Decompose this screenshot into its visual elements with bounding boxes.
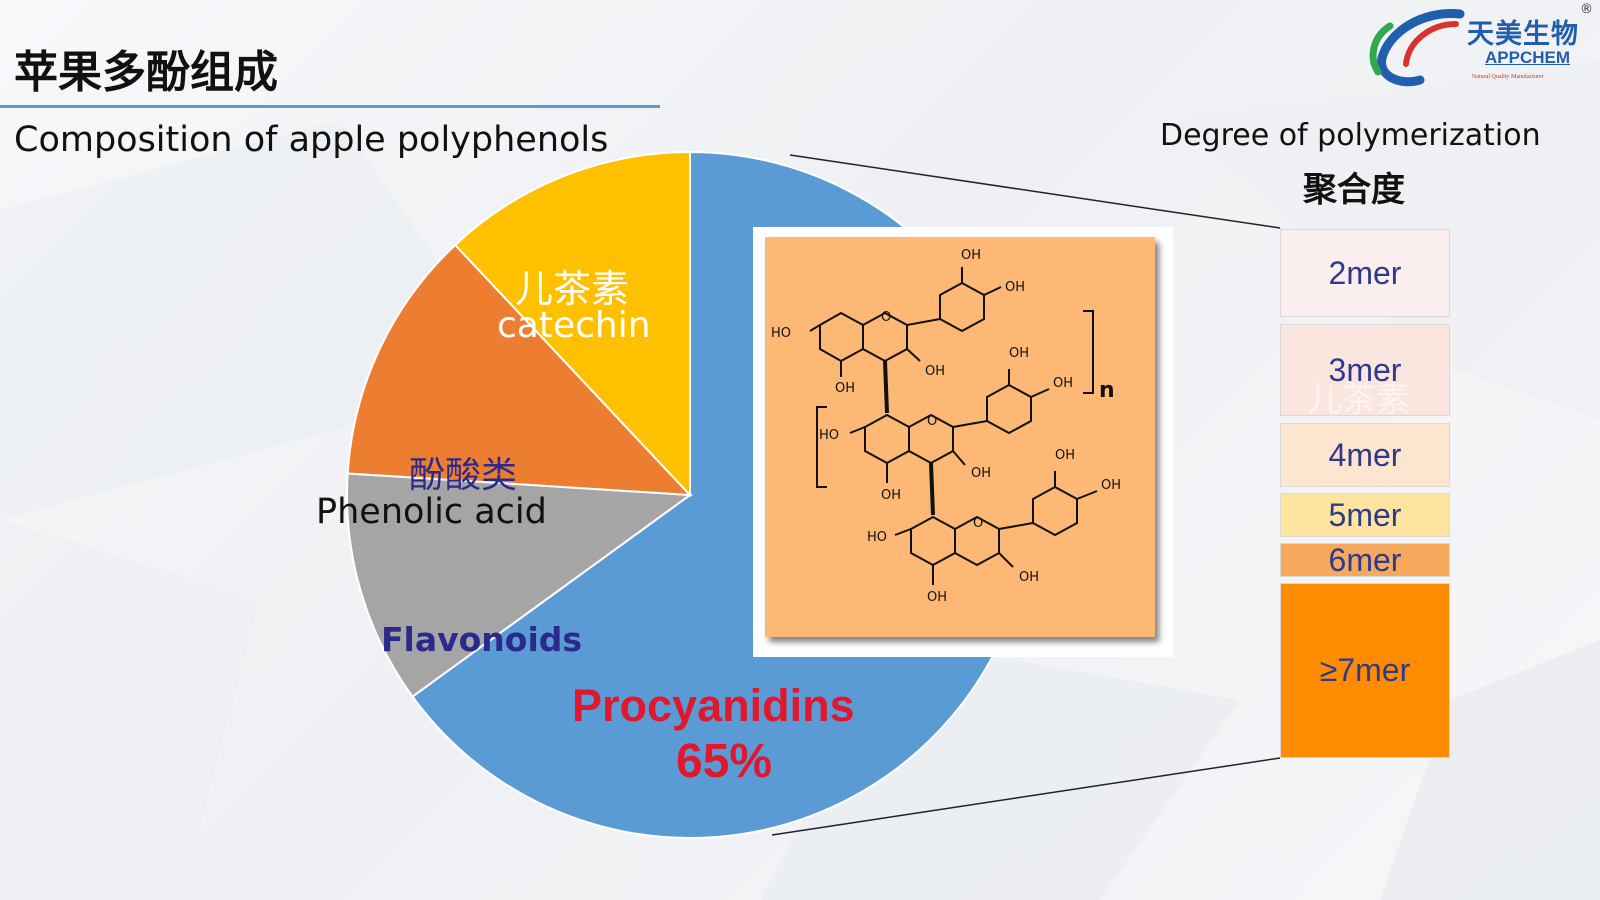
logo-tagline: Natural Quality Manufacturer: [1472, 74, 1544, 80]
chem-label: OH: [1019, 570, 1039, 585]
chem-label: OH: [971, 466, 991, 481]
page-title: 苹果多酚组成: [14, 47, 278, 98]
pie-slice-catechin: [453, 150, 691, 498]
slice-label-procyanidins: Procyanidins: [572, 680, 855, 731]
polymerization-title-cn: 聚合度: [1303, 170, 1405, 210]
slice-label-phenolic-cn: 酚酸类: [409, 455, 518, 496]
chem-label: OH: [1053, 376, 1073, 391]
slice-label-flavonoids: Flavonoids: [381, 620, 583, 659]
chem-label: OH: [1009, 346, 1029, 361]
mer-level-4: 4mer: [1280, 423, 1450, 487]
registered-mark: ®: [1580, 2, 1593, 17]
connector-line-top: [789, 154, 1281, 229]
polymerization-title-en: Degree of polymerization: [1160, 118, 1541, 153]
page-subtitle: Composition of apple polyphenols: [14, 120, 609, 160]
slice-value-procyanidins: 65%: [676, 735, 773, 788]
chem-label: OH: [1005, 280, 1025, 295]
chem-label: OH: [835, 381, 855, 396]
procyanidin-structure-panel: OH OH HO O OH OH OH OH HO O OH OH OH OH …: [753, 227, 1173, 657]
chem-label: OH: [1101, 478, 1121, 493]
ghost-overlay-text: 儿茶素: [1308, 380, 1410, 420]
chem-label: O: [881, 310, 891, 325]
mer-level-3: 3mer: [1280, 324, 1450, 416]
connector-line-bottom: [771, 757, 1281, 836]
logo-name-en: APPCHEM: [1485, 48, 1571, 67]
chem-label: O: [973, 516, 983, 531]
procyanidin-structure-diagram: OH OH HO O OH OH OH OH HO O OH OH OH OH …: [771, 248, 1121, 605]
company-logo: 天美生物 APPCHEM Natural Quality Manufacture…: [1360, 2, 1596, 88]
pie-slice-phenolic-acid: [346, 243, 693, 497]
mer-level-2: 2mer: [1280, 229, 1450, 317]
logo-swoosh-icon: [1369, 9, 1465, 87]
repeat-unit-n: n: [1099, 378, 1115, 403]
logo-name-cn: 天美生物: [1467, 19, 1579, 50]
slice-label-catechin-en: catechin: [497, 305, 651, 346]
slice-label-catechin-cn: 儿茶素: [515, 267, 630, 311]
chem-label: HO: [867, 530, 887, 545]
mer-level-7-plus: ≥7mer: [1280, 583, 1450, 758]
chem-label: OH: [961, 248, 981, 263]
chem-label: HO: [771, 326, 791, 341]
chem-label: OH: [927, 590, 947, 605]
mer-level-6: 6mer: [1280, 542, 1450, 578]
chem-label: OH: [1055, 448, 1075, 463]
structure-background: OH OH HO O OH OH OH OH HO O OH OH OH OH …: [765, 237, 1155, 637]
title-underline: [0, 105, 660, 108]
chem-label: HO: [819, 428, 839, 443]
chem-label: OH: [925, 364, 945, 379]
pie-slice-flavonoids: [346, 472, 693, 699]
chem-label: OH: [881, 488, 901, 503]
chem-label: O: [927, 414, 937, 429]
mer-level-5: 5mer: [1280, 493, 1450, 537]
slice-label-phenolic-en: Phenolic acid: [316, 492, 547, 532]
